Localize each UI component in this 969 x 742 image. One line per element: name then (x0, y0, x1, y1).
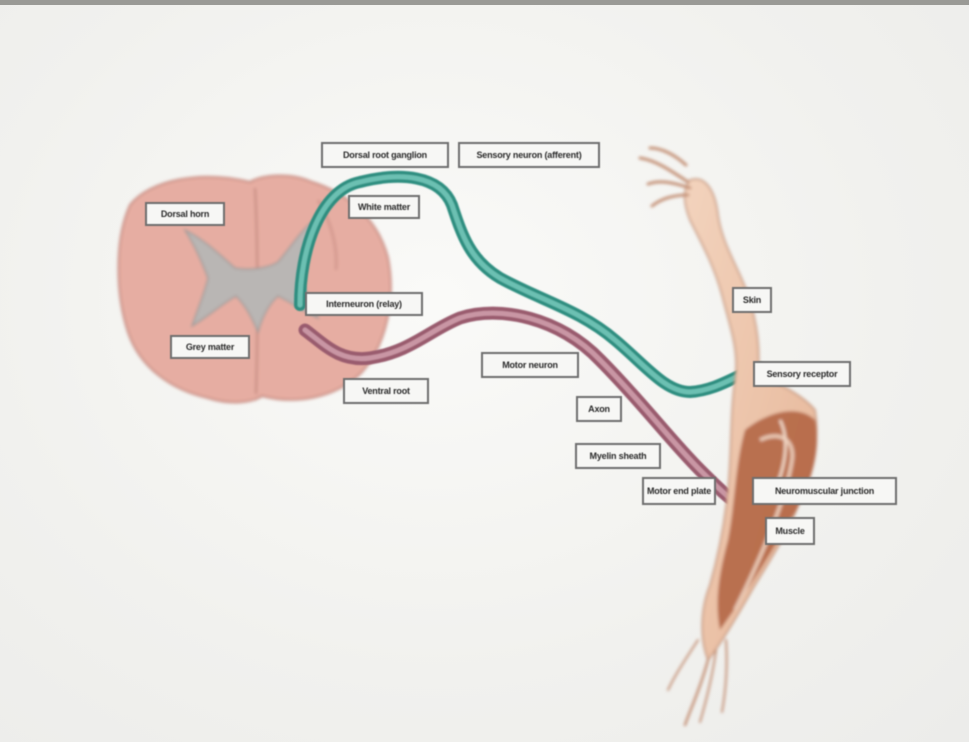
label-motor-neuron: Motor neuron (481, 352, 579, 378)
label-sensory-neuron: Sensory neuron (afferent) (458, 142, 600, 168)
label-motor-end-plate: Motor end plate (642, 477, 716, 505)
label-myelin-sheath: Myelin sheath (575, 443, 661, 469)
label-interneuron: Interneuron (relay) (305, 292, 423, 316)
label-dorsal-horn: Dorsal horn (145, 202, 225, 226)
label-grey-matter: Grey matter (170, 335, 250, 359)
diagram-canvas: Dorsal root ganglion Sensory neuron (aff… (0, 5, 969, 742)
label-white-matter: White matter (348, 195, 420, 219)
label-dorsal-root-ganglion: Dorsal root ganglion (321, 142, 449, 168)
label-neuromuscular-junction: Neuromuscular junction (752, 477, 897, 505)
label-ventral-root: Ventral root (343, 378, 429, 404)
label-skin: Skin (732, 287, 772, 313)
label-muscle: Muscle (765, 517, 815, 545)
label-sensory-receptor: Sensory receptor (753, 361, 851, 387)
label-axon: Axon (576, 396, 622, 422)
